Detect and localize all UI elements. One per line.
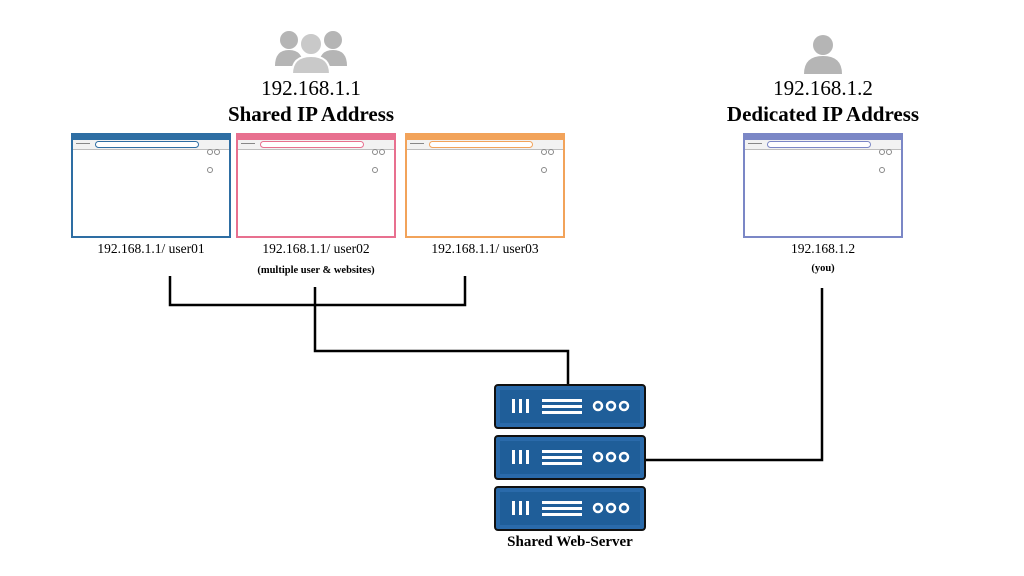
shared-note: (multiple user & websites) [257, 265, 375, 276]
server-label: Shared Web-Server [507, 534, 633, 550]
address-bar [95, 141, 199, 148]
shared-ip-title: 192.168.1.1 [261, 76, 361, 100]
dedicated-to-server-line [643, 288, 824, 462]
dedicated-ip-title: 192.168.1.2 [773, 76, 873, 100]
browser-url-user01: 192.168.1.1/ user01 [97, 241, 205, 256]
address-bar [260, 141, 364, 148]
nav-arrows-icon [241, 143, 255, 146]
browser-window-user03 [405, 133, 565, 238]
browser-url-user02: 192.168.1.1/ user02 [262, 241, 370, 256]
server-rack-icon [494, 384, 646, 531]
browser-window-dedicated [743, 133, 903, 238]
address-bar [767, 141, 871, 148]
browser-url-dedicated: 192.168.1.2 [790, 241, 856, 256]
nav-arrows-icon [410, 143, 424, 146]
dedicated-ip-label: Dedicated IP Address [726, 102, 920, 126]
shared-ip-label: Shared IP Address [227, 102, 395, 126]
browser-window-user01 [71, 133, 231, 238]
user-icon [804, 35, 842, 74]
shared-to-server-line [313, 287, 570, 386]
browser-url-user03: 192.168.1.1/ user03 [431, 241, 539, 256]
browser-window-user02 [236, 133, 396, 238]
nav-arrows-icon [748, 143, 762, 146]
dedicated-note: (you) [811, 263, 835, 274]
nav-arrows-icon [76, 143, 90, 146]
shared-bus-line [168, 276, 467, 307]
address-bar [429, 141, 533, 148]
users-group-icon [275, 31, 347, 74]
